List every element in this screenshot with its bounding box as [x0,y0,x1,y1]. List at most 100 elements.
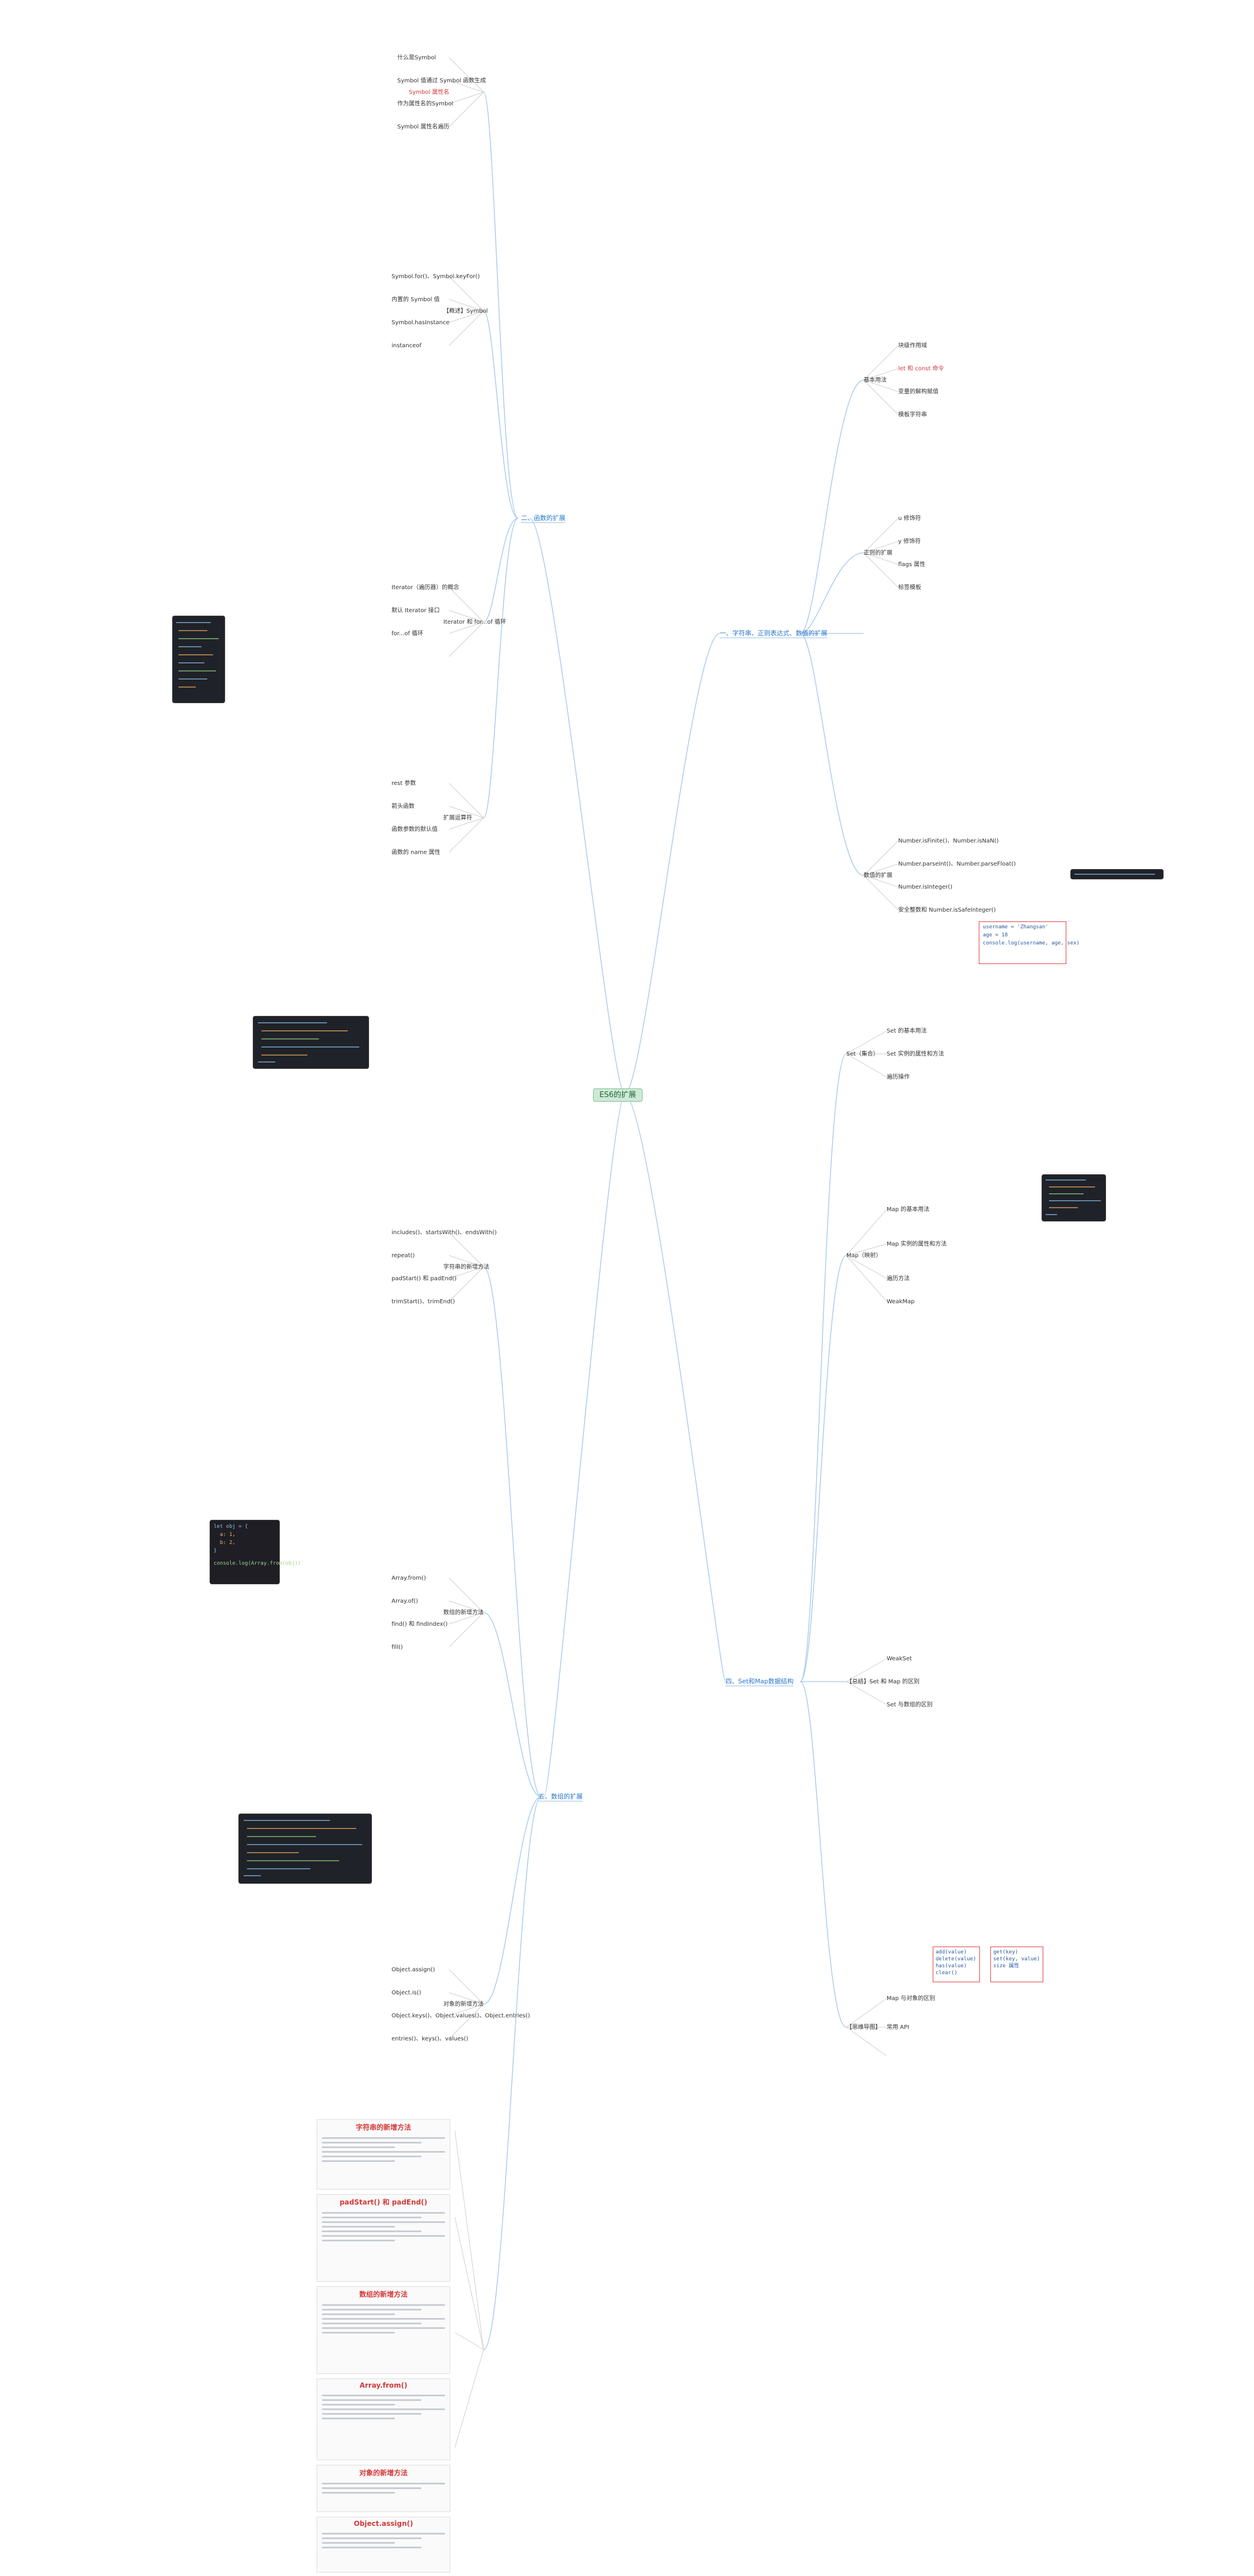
api-get: get(key) [993,1949,1019,1955]
node-for-of: for...of 循环 [392,631,424,637]
node-set-props: Set 实例的属性和方法 [887,1051,944,1057]
branch-string-regex-number[interactable]: 一、字符串、正则表达式、数值的扩展 [720,629,827,638]
code-line: let obj = { [214,1524,248,1530]
branch-set-map[interactable]: 四、Set和Map数据结构 [725,1678,794,1686]
code-line: } [214,1548,217,1554]
node-summary[interactable]: 【思维导图】 [846,2024,881,2031]
api-set: set(key, value) [993,1956,1040,1962]
doc-card-title: padStart() 和 padEnd() [339,2198,428,2206]
api-box-set: add(value) delete(value) has(value) clea… [933,1947,980,1982]
root-node[interactable]: ES6的扩展 [593,1088,643,1102]
node-find: find() 和 findIndex() [392,1621,448,1627]
api-delete: delete(value) [936,1956,976,1962]
node-symbol-header[interactable]: Symbol 属性名 [409,89,450,96]
node-destructuring: 变量的解构赋值 [898,389,938,395]
api-add: add(value) [936,1949,967,1955]
doc-card-title: 数组的新增方法 [359,2290,408,2298]
node-trim: trimStart()、trimEnd() [392,1299,455,1305]
node-weakmap: WeakMap [887,1299,915,1305]
node-set[interactable]: Set（集合） [846,1051,879,1057]
node-string-methods[interactable]: 字符串的新增方法 [443,1264,489,1270]
doc-card-array-from[interactable]: Array.from() [317,2378,450,2460]
node-padstart: padStart() 和 padEnd() [392,1276,457,1282]
code-screenshot-left-2 [253,1016,368,1068]
node-object-methods[interactable]: 对象的新增方法 [443,2001,484,2008]
node-regex[interactable]: 正则的扩展 [864,550,892,556]
api-has: has(value) [936,1963,967,1969]
snippet-line: age = 18 [983,932,1008,938]
node-number-ext[interactable]: 数值的扩展 [864,872,892,879]
api-size: size 属性 [993,1963,1020,1969]
node-map[interactable]: Map（映射） [846,1253,882,1259]
snippet-line: username = 'Zhangsan' [983,924,1048,930]
node-api: 常用 API [887,2024,909,2031]
node-map-iter: 遍历方法 [887,1276,910,1282]
node-sticky: y 修饰符 [898,538,921,545]
code-callout-1: username = 'Zhangsan' age = 18 console.l… [979,921,1080,964]
api-clear: clear() [936,1970,957,1976]
branch-function[interactable]: 二、函数的扩展 [521,514,565,523]
code-screenshot-left-3: let obj = { a: 1, b: 2, } console.log(Ar… [210,1520,301,1584]
node-iterator[interactable]: Iterator 和 for...of 循环 [443,619,506,625]
node-spread[interactable]: 扩展运算符 [443,815,472,821]
node-symbol-title[interactable]: 【概述】Symbol [443,308,488,314]
node-rest: rest 参数 [392,780,416,787]
node-default-params: 函数参数的默认值 [392,826,438,833]
node-entries: entries()、keys()、values() [392,2036,469,2042]
doc-card-title: 对象的新增方法 [359,2469,408,2477]
doc-card-string[interactable]: 字符串的新增方法 [317,2119,450,2190]
node-symbol-desc: Symbol 值通过 Symbol 函数生成 [397,78,487,84]
node-array-from: Array.from() [392,1575,426,1581]
node-includes: includes()、startsWith()、endsWith() [392,1230,497,1236]
node-block-scope: 块级作用域 [898,343,927,349]
node-symbol-hasinstance: Symbol.hasInstance [392,320,450,326]
node-fill: fill() [392,1644,403,1651]
node-map-props: Map 实例的属性和方法 [887,1241,947,1247]
node-safe-int: 安全整数和 Number.isSafeInteger() [898,907,996,913]
branch-array[interactable]: 五、数组的扩展 [538,1793,583,1801]
doc-card-object[interactable]: 对象的新增方法 [317,2465,450,2512]
doc-card-padstart[interactable]: padStart() 和 padEnd() [317,2194,450,2282]
doc-card-object-assign[interactable]: Object.assign() [317,2517,450,2573]
node-weakset: WeakSet [887,1656,912,1662]
node-repeat: repeat() [392,1253,415,1259]
node-compare[interactable]: 【总结】Set 和 Map 的区别 [846,1679,920,1685]
node-array-methods[interactable]: 数组的新增方法 [443,1610,484,1616]
code-line: console.log(Array.from(obj)) [214,1561,301,1566]
node-parseint: Number.parseInt()、Number.parseFloat() [898,861,1016,867]
code-line: a: 1, [214,1532,235,1538]
code-screenshot-right-2 [1042,1175,1105,1221]
code-line: b: 2, [214,1540,235,1546]
api-box-map: get(key) set(key, value) size 属性 [990,1947,1043,1982]
node-symbol-key: 作为属性名的Symbol [397,101,454,107]
code-screenshot-right-1 [1071,870,1163,879]
code-screenshot-left-4 [239,1814,371,1883]
doc-card-title: Object.assign() [354,2520,413,2528]
node-iterator-concept: Iterator（遍历器）的概念 [392,585,459,591]
node-instanceof: instanceof [392,343,422,349]
node-iterator-default: 默认 Iterator 接口 [392,608,440,614]
node-let-const: let 和 const 命令 [898,366,944,372]
doc-card-title: 字符串的新增方法 [355,2123,411,2131]
node-tagged: 标签模板 [898,585,921,591]
node-unicode: u 修饰符 [898,515,921,522]
doc-card-title: Array.from() [359,2381,408,2389]
node-object-keys: Object.keys()、Object.values()、Object.ent… [392,2013,530,2019]
doc-card-array[interactable]: 数组的新增方法 [317,2286,450,2374]
node-template: 模板字符串 [898,412,927,418]
node-flags: flags 属性 [898,562,926,568]
node-isinteger: Number.isInteger() [898,884,953,890]
code-screenshot-left-1 [173,616,225,703]
node-symbol-for: Symbol.for()、Symbol.keyFor() [392,274,480,280]
node-symbol-features: Symbol 属性名遍历 [397,124,450,130]
node-isfinite: Number.isFinite()、Number.isNaN() [898,838,999,844]
node-map-vs-object: Map 与对象的区别 [887,1995,936,2002]
node-basic[interactable]: 基本用法 [864,377,887,384]
node-set-basic: Set 的基本用法 [887,1028,927,1034]
snippet-line: console.log(username, age, sex) [983,940,1080,946]
node-what-is-symbol: 什么是Symbol [397,55,436,61]
node-map-basic: Map 的基本用法 [887,1207,930,1213]
node-object-assign: Object.assign() [392,1967,435,1973]
node-set-iter: 遍历操作 [887,1074,910,1080]
node-set-vs-array: Set 与数组的区别 [887,1702,933,1708]
